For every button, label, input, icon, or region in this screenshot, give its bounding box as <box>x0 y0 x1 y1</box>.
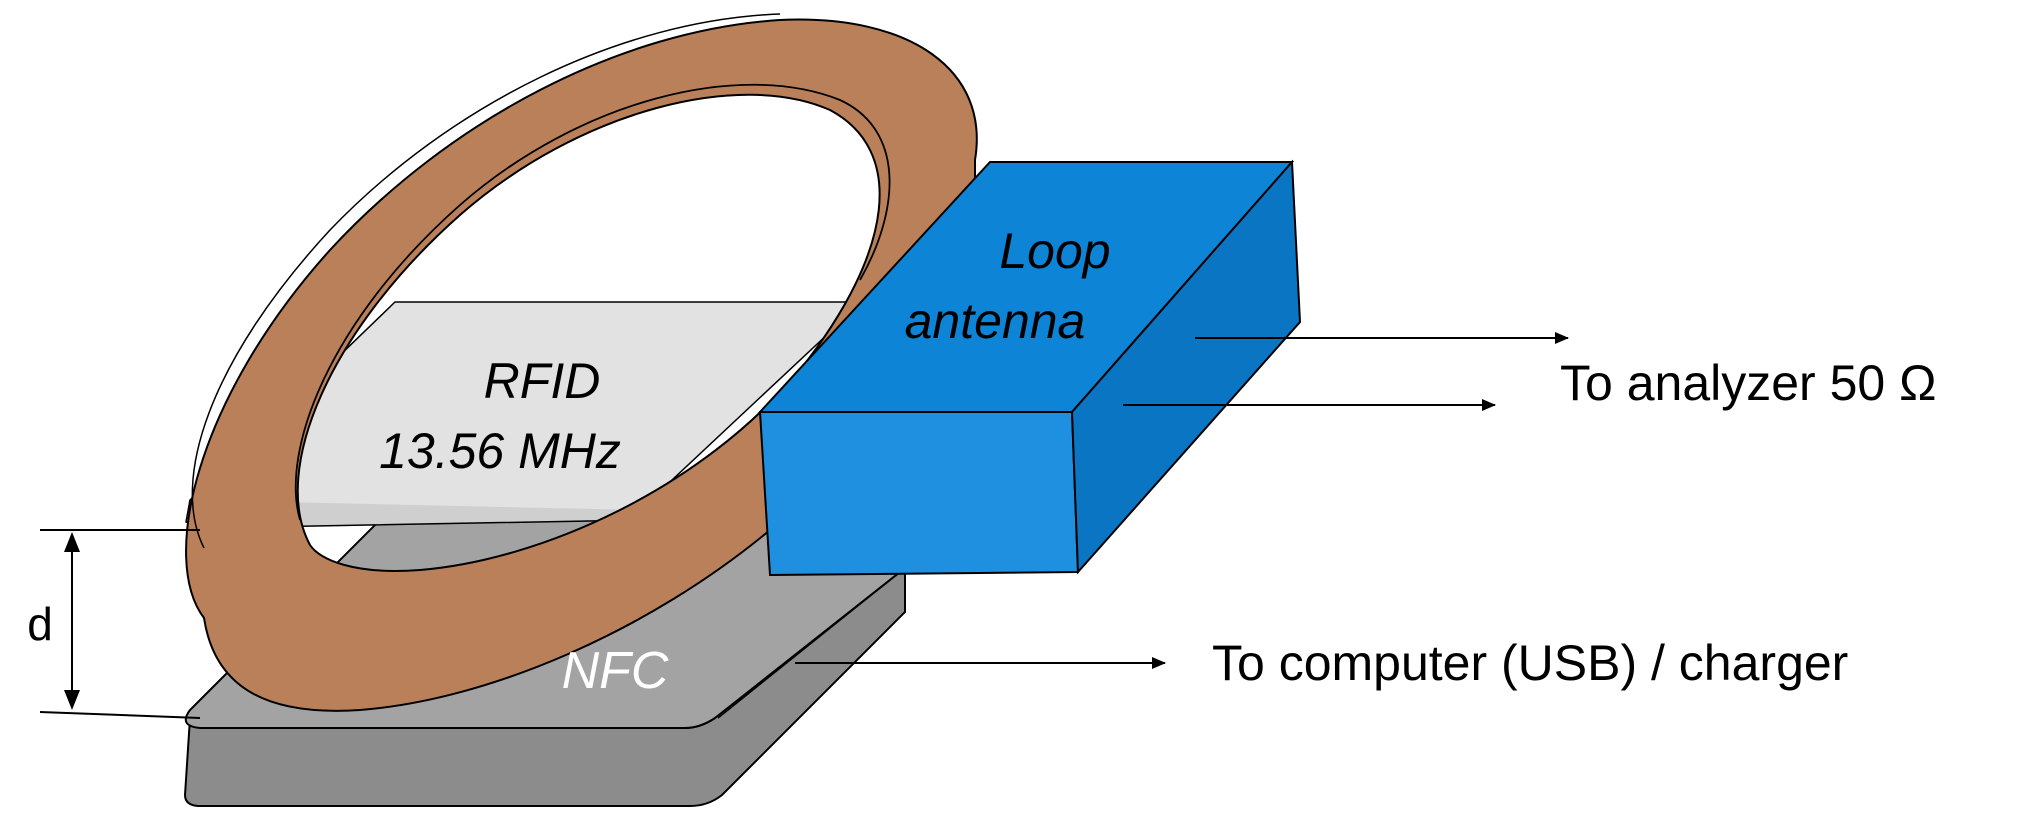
rfid-label-line2: 13.56 MHz <box>379 423 621 479</box>
ring-inner-edge <box>294 83 891 521</box>
ring-front-band-edge <box>191 13 781 549</box>
loop-label-line1: Loop <box>999 223 1110 279</box>
distance-marker: d <box>27 529 201 719</box>
distance-bottom-line <box>39 711 201 719</box>
connection-arrows <box>795 332 1569 669</box>
distance-label: d <box>27 598 53 650</box>
nfc-label: NFC <box>562 642 669 700</box>
analyzer-label: To analyzer 50 Ω <box>1560 355 1936 411</box>
computer-label: To computer (USB) / charger <box>1212 635 1848 691</box>
loop-antenna-box <box>757 159 1302 577</box>
loop-label-line2: antenna <box>905 293 1086 349</box>
loop-box-side <box>1070 159 1302 575</box>
distance-arrow-up <box>64 532 80 552</box>
nfc-device-edge-line <box>717 567 906 719</box>
labels: RFID 13.56 MHz Loop antenna NFC To analy… <box>379 223 1936 700</box>
rfid-label-line1: RFID <box>484 353 601 409</box>
loop-box-front <box>758 411 1080 577</box>
distance-arrow-down <box>64 690 80 710</box>
